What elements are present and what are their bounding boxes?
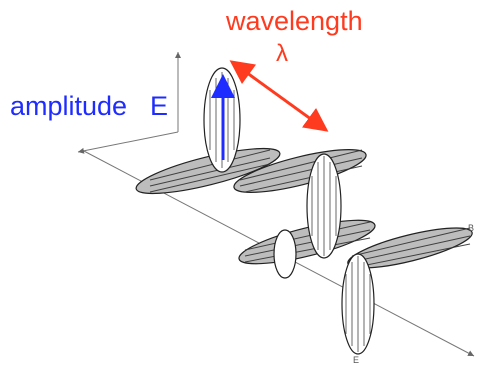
b-lobe-2 [233,149,367,193]
amplitude-label: amplitude [10,91,128,121]
b-lobe-4 [347,227,473,269]
e-field-axis-letter: E [353,355,360,365]
b-field-hatching [149,149,471,269]
e-field-hatching [209,72,371,352]
depth-axis [77,131,179,154]
amplitude-symbol: E [150,91,169,121]
wavelength-symbol: λ [276,40,288,67]
e-lobe-3 [273,229,297,279]
wavelength-label: wavelength [226,6,363,36]
wavelength-arrow [229,60,329,132]
axes [77,52,475,357]
e-field-wave [203,67,375,355]
b-field-wave [135,147,473,269]
b-lobe-3 [238,219,376,265]
b-field-axis-letter: B [468,223,475,233]
b-lobe-1 [135,147,281,195]
